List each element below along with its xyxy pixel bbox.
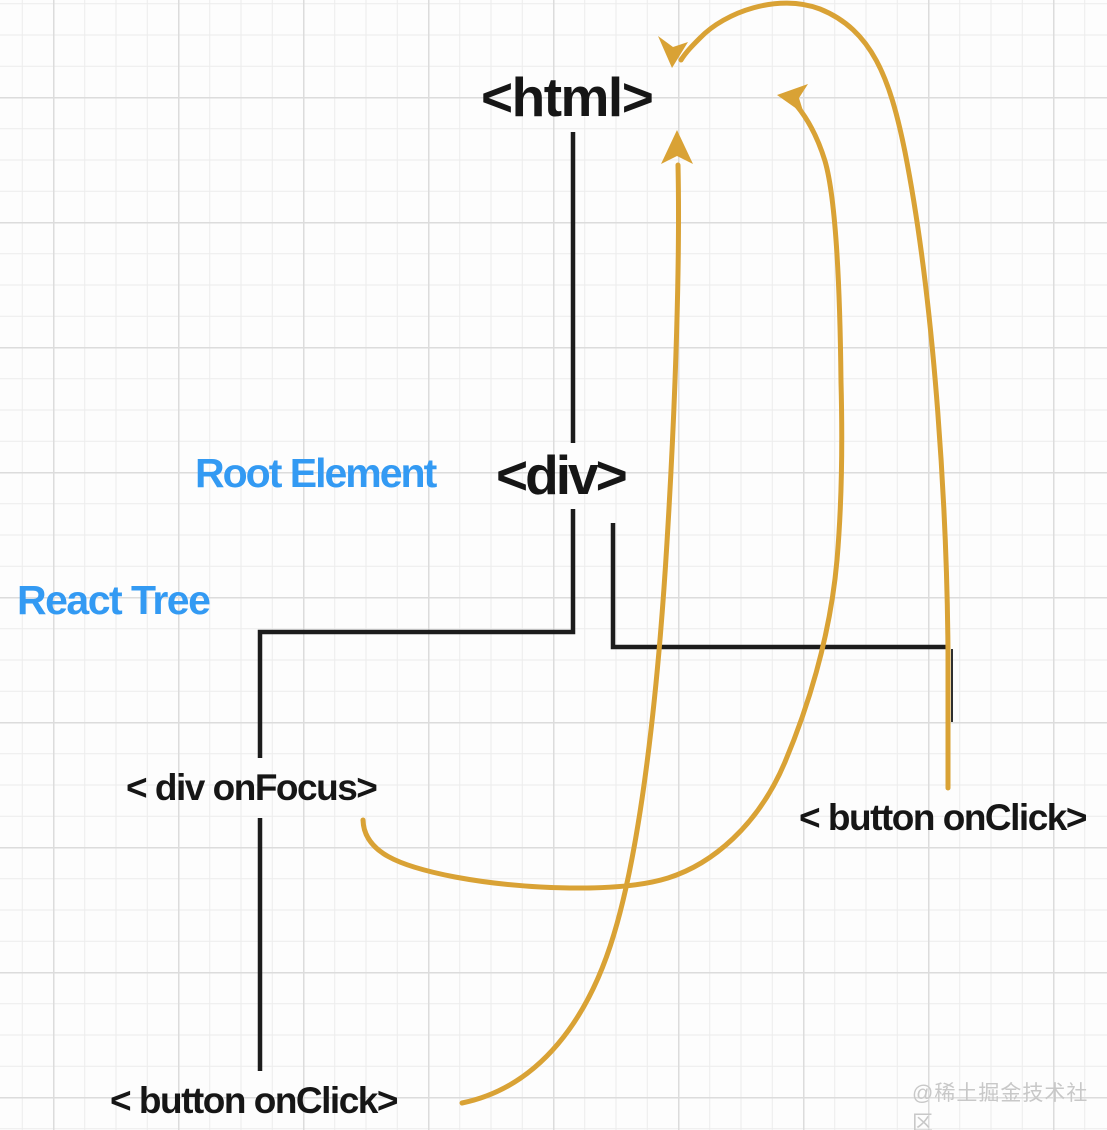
node-button-onclick-right: < button onClick>: [799, 797, 1087, 838]
arrowhead-left-div-onfocus-to-html: [777, 84, 808, 114]
node-div-onfocus: < div onFocus>: [126, 767, 378, 808]
node-button-onclick-bottom: < button onClick>: [110, 1080, 398, 1121]
watermark: @稀土掘金技术社区: [912, 1082, 1089, 1130]
arrow-path-right-button-to-html: [678, 0, 951, 791]
arrowhead-down-right-button-to-html: [658, 36, 688, 68]
arrow-path-bottom-button-to-html: [459, 162, 681, 1106]
root-element-label: Root Element: [195, 450, 437, 496]
edge-div-to-div-onfocus: [257, 509, 576, 758]
node-root-div: <div>: [496, 444, 628, 506]
node-html: <html>: [481, 66, 654, 128]
arrowhead-up-bottom-button-to-html: [661, 130, 693, 164]
react-tree-label: React Tree: [17, 577, 211, 623]
edge-div-to-right-button: [610, 523, 950, 650]
arrow-path-div-onfocus-to-html: [360, 103, 845, 891]
